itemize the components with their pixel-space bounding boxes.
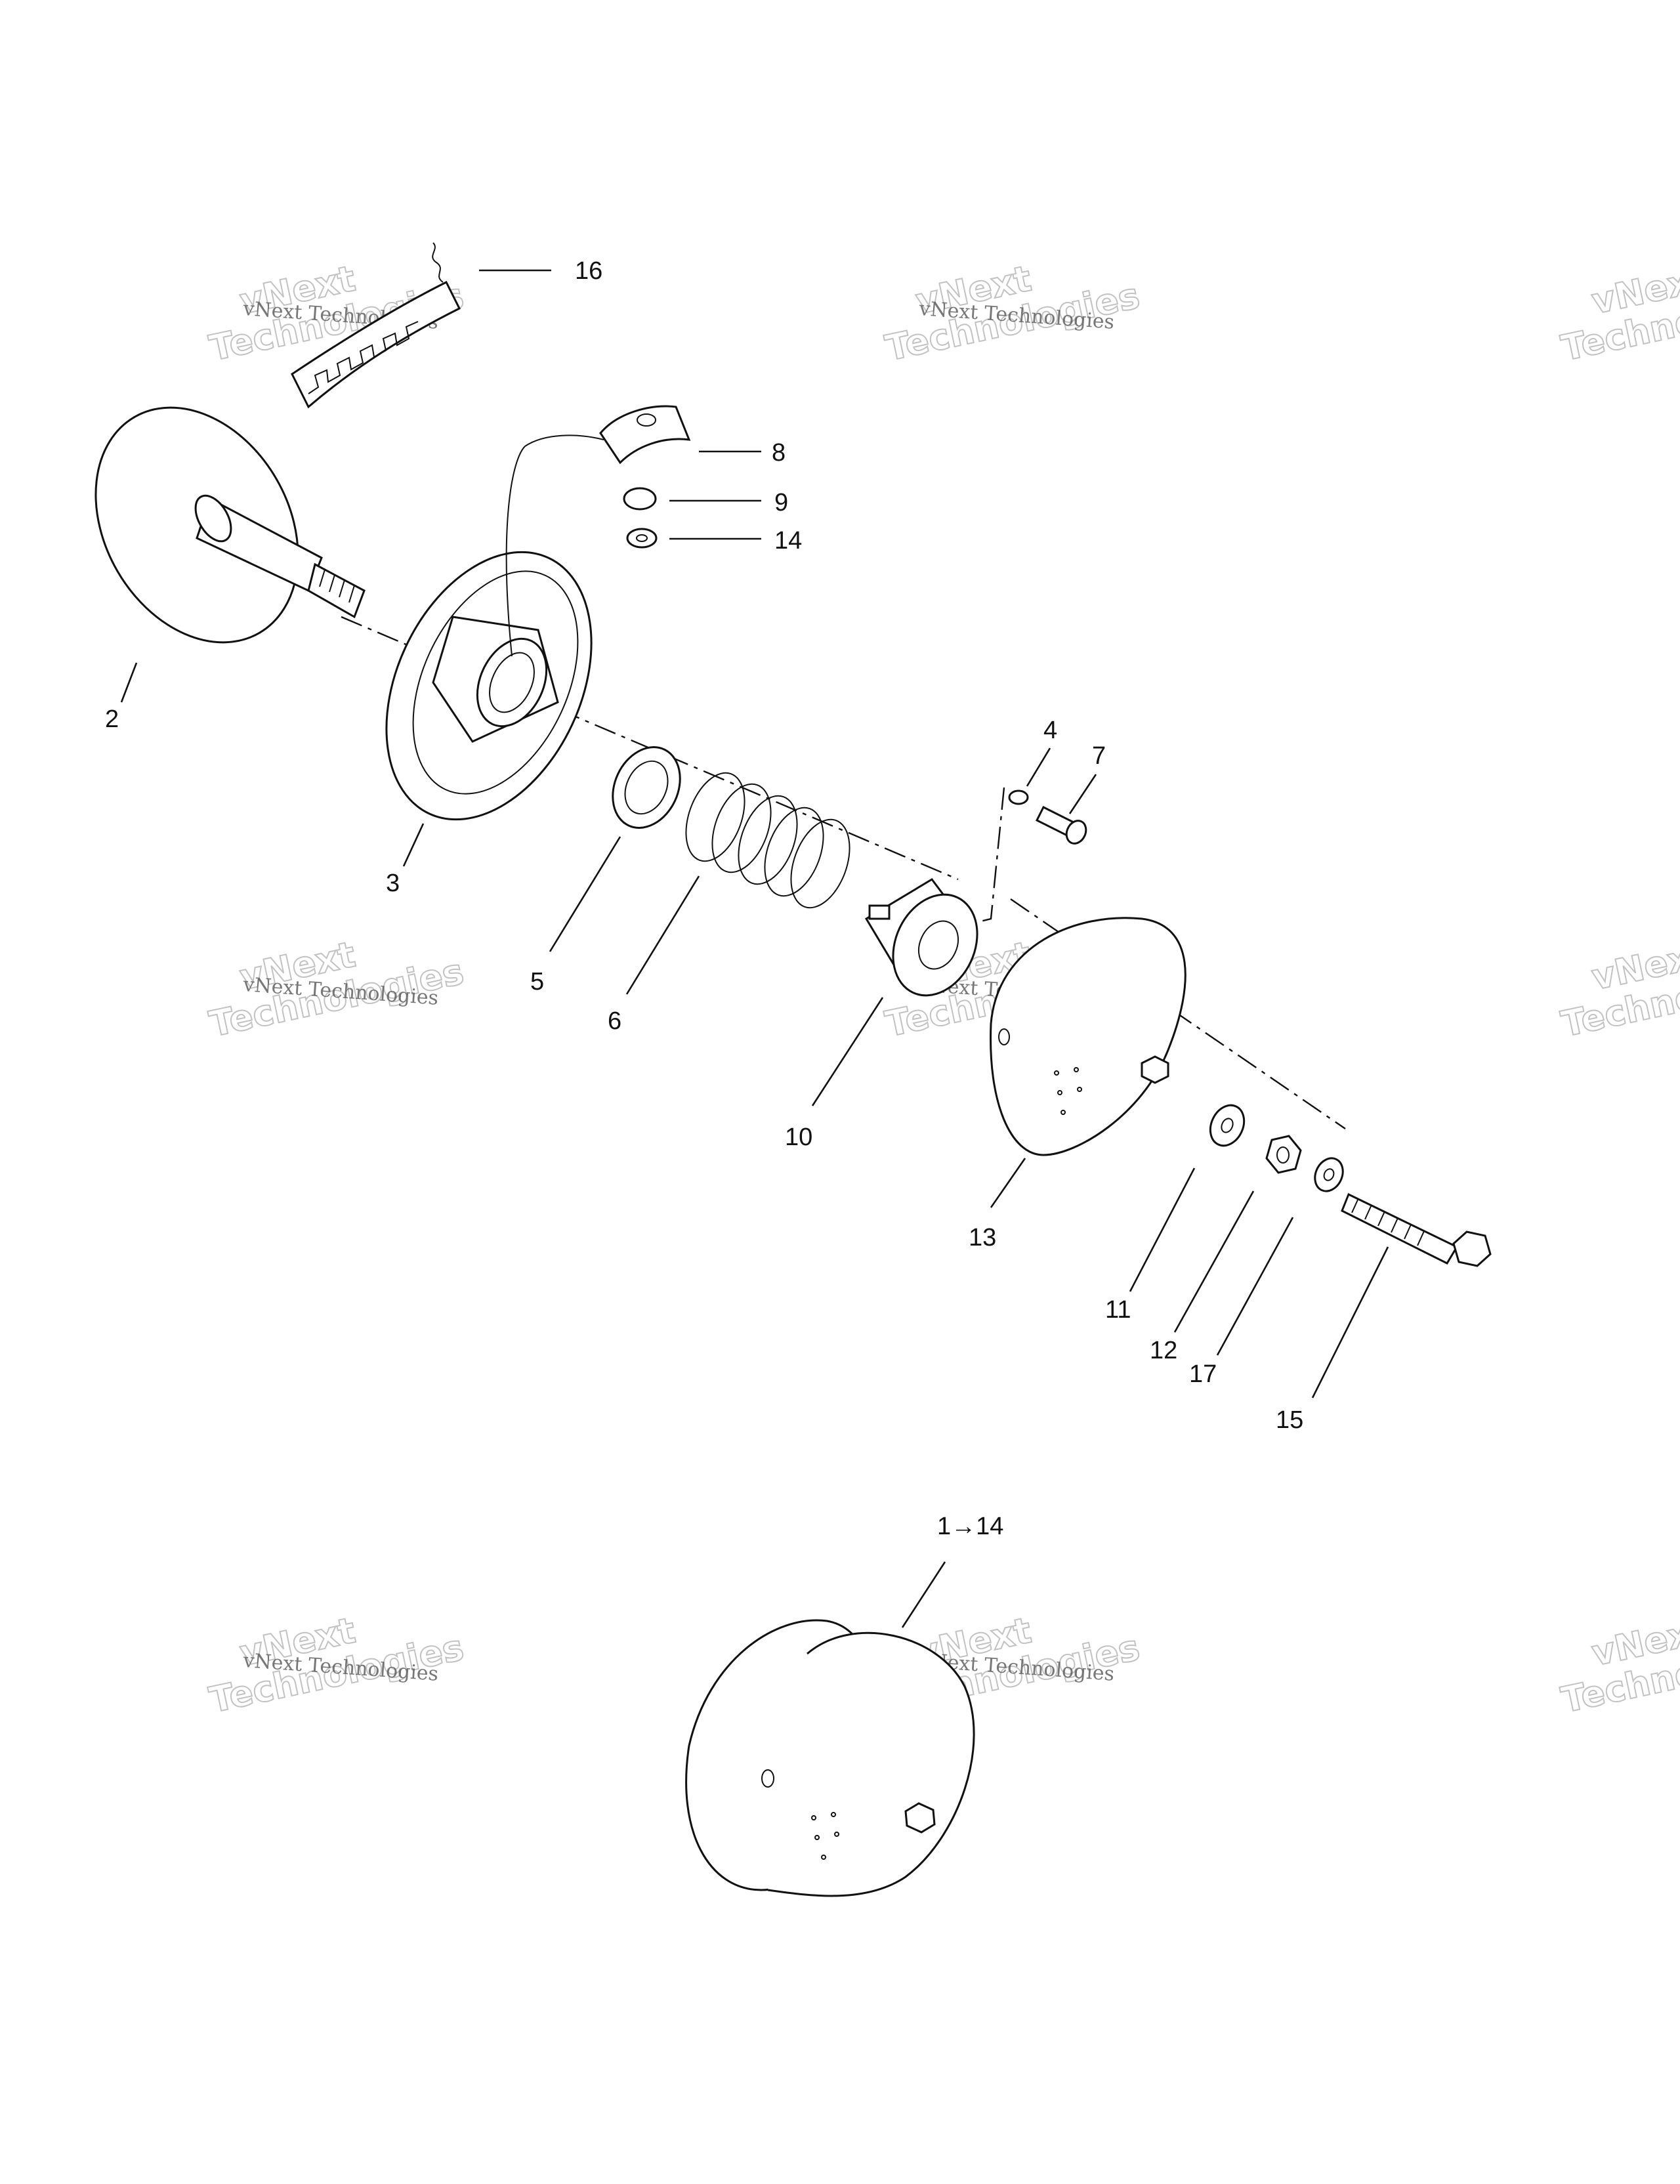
leader-11 [1129, 1167, 1196, 1292]
callout-17: 17 [1189, 1360, 1217, 1388]
watermark-top-center: vNext Technologies [881, 257, 1144, 370]
callout-labels: 16 8 9 14 2 3 4 7 5 6 10 13 11 12 17 15 … [105, 257, 1303, 1540]
callout-9: 9 [774, 489, 788, 516]
callout-10: 10 [785, 1124, 812, 1151]
leader-2 [120, 662, 138, 703]
watermark-top-right: vNext Technologies [1557, 257, 1680, 370]
part-8-slider-shoe [599, 405, 691, 465]
callout-7: 7 [1092, 742, 1106, 770]
leader-lines [120, 269, 1389, 1628]
callout-assembly-1-14: 1→14 [937, 1513, 1003, 1540]
callout-3: 3 [386, 870, 400, 897]
leader-13 [990, 1158, 1026, 1208]
watermark-mid-right: vNext Technologies [1557, 933, 1680, 1046]
part-10-cam-hub [864, 878, 978, 997]
callout-13: 13 [969, 1224, 996, 1251]
leader-6 [625, 875, 700, 995]
assembly-1-14-drive-pulley [685, 1619, 975, 1897]
callout-6: 6 [608, 1007, 621, 1035]
callout-8: 8 [772, 439, 786, 467]
watermark-bottom-left: vNext Technologies [205, 1609, 468, 1722]
part-15-bolt [1341, 1192, 1492, 1267]
callout-5: 5 [530, 968, 544, 996]
part-16-belt-segment [291, 242, 461, 409]
part-5-bushing-ring [612, 746, 681, 829]
leader-assembly [901, 1561, 946, 1628]
part-11-washer [1209, 1104, 1246, 1147]
part-6-spring [685, 772, 850, 909]
leader-7 [1068, 774, 1097, 814]
leader-5 [549, 836, 621, 952]
callout-11: 11 [1105, 1296, 1131, 1324]
callout-15: 15 [1276, 1406, 1303, 1434]
part-7-screw [1035, 805, 1087, 845]
watermark-bottom-right: vNext Technologies [1557, 1609, 1680, 1722]
part-2-fixed-sheave [94, 406, 366, 644]
callout-12: 12 [1150, 1337, 1177, 1364]
part-14-washer [626, 528, 658, 549]
part-9-button [623, 487, 657, 511]
part-3-movable-sheave [385, 434, 604, 821]
part-12-nut [1265, 1135, 1302, 1174]
leader-4 [1026, 747, 1051, 787]
callout-4: 4 [1043, 717, 1057, 744]
part-4-washer [1008, 789, 1029, 805]
watermark-mid-left: vNext Technologies [205, 933, 468, 1046]
callout-14: 14 [774, 527, 802, 555]
callout-2: 2 [105, 705, 119, 733]
leader-17 [1216, 1217, 1294, 1356]
leader-3 [402, 823, 425, 867]
part-17-lock-washer [1314, 1157, 1344, 1192]
leader-15 [1311, 1246, 1389, 1398]
callout-16: 16 [575, 257, 602, 285]
leader-12 [1173, 1190, 1255, 1333]
leader-10 [811, 997, 884, 1106]
part-13-cover [990, 917, 1186, 1156]
